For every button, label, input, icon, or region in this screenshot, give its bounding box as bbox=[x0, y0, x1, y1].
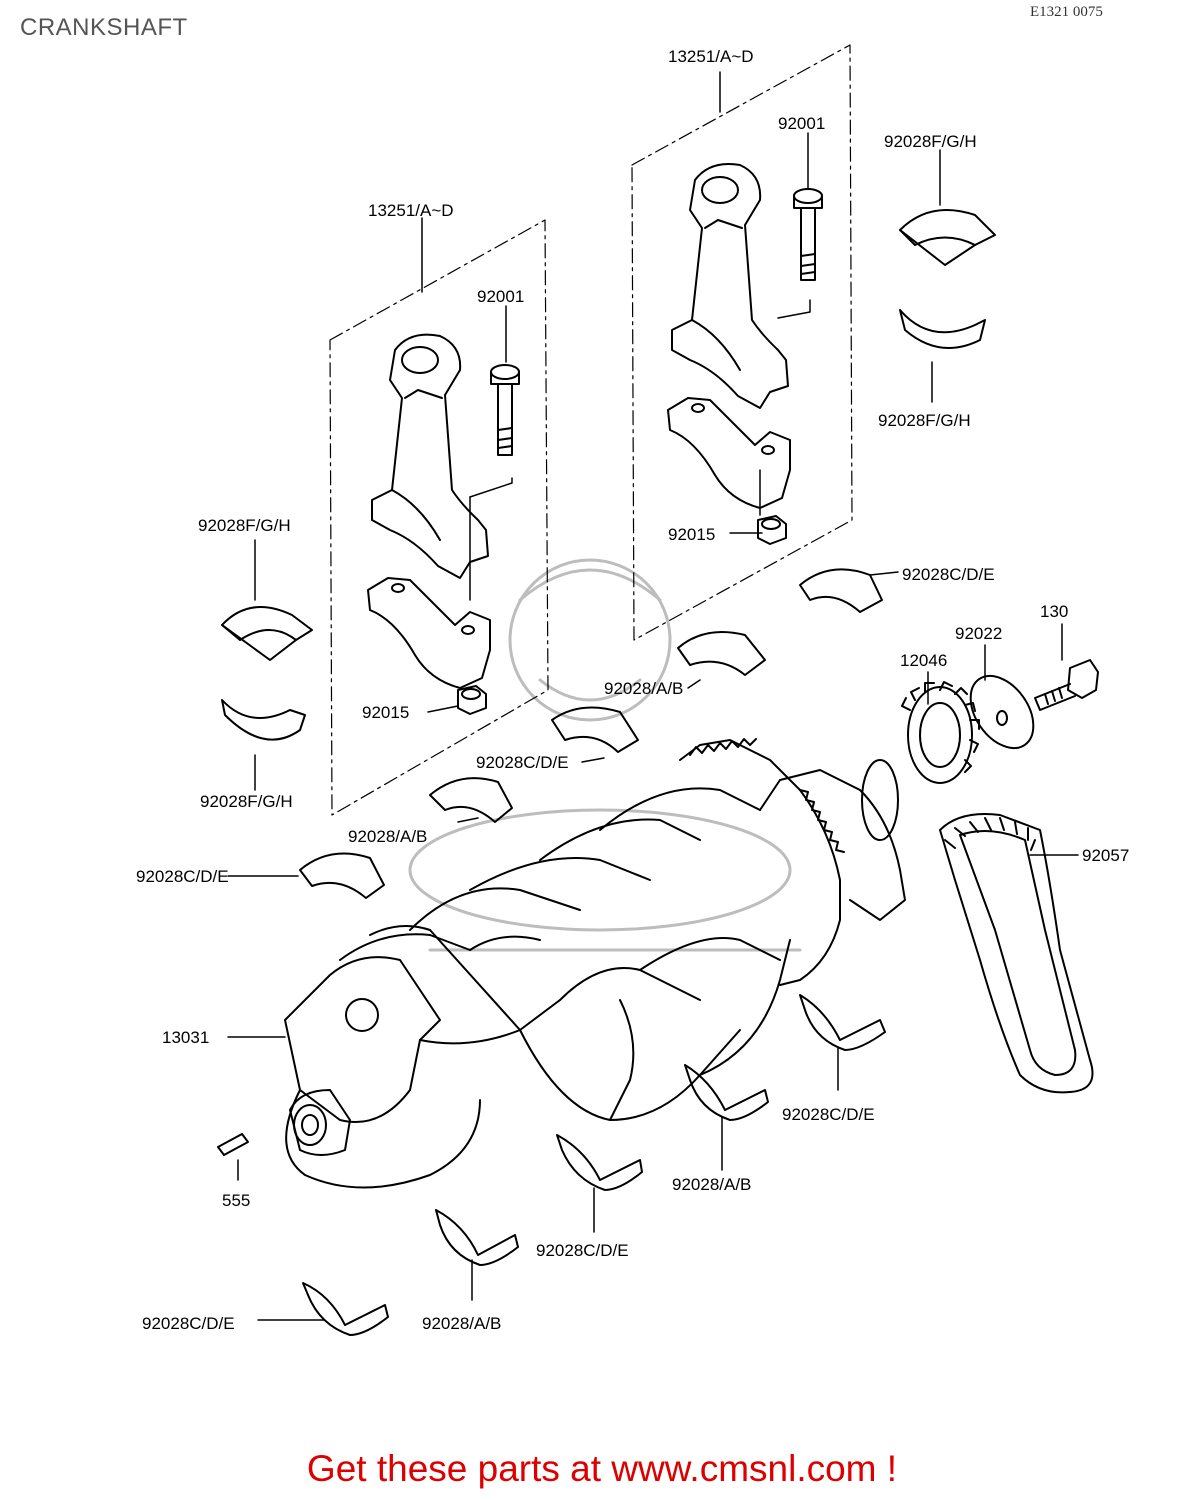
label-cam-chain: 92057 bbox=[1082, 846, 1129, 865]
label-rod-bearing-right-bottom: 92028F/G/H bbox=[878, 411, 971, 430]
label-main-bearing-ab-3: 92028/A/B bbox=[672, 1175, 751, 1194]
label-knock-pin: 555 bbox=[222, 1191, 250, 1210]
label-rod-left: 13251/A~D bbox=[368, 201, 454, 220]
label-sprocket: 12046 bbox=[900, 651, 947, 670]
washer-92022 bbox=[969, 674, 1035, 750]
leader-lines bbox=[227, 71, 1079, 1321]
label-rod-bearing-left-top: 92028F/G/H bbox=[198, 516, 291, 535]
diagram-ref-code: E1321 0075 bbox=[1030, 4, 1103, 20]
label-rod-bearing-left-bottom: 92028F/G/H bbox=[200, 792, 293, 811]
crank-nose-and-pin bbox=[217, 1089, 351, 1156]
connecting-rod-left bbox=[367, 333, 491, 689]
sprocket-12046 bbox=[901, 681, 980, 784]
label-main-bearing-cde-4: 92028C/D/E bbox=[782, 1105, 875, 1124]
label-rod-right: 13251/A~D bbox=[668, 47, 754, 66]
part-labels: 13251/A~D 13251/A~D 92001 92001 92028F/G… bbox=[136, 47, 1129, 1333]
bearing-shells bbox=[221, 209, 996, 1336]
label-bolt-right: 92001 bbox=[778, 114, 825, 133]
watermark-logo bbox=[408, 558, 802, 952]
bolt-92001-right bbox=[793, 188, 823, 281]
bolt-92001-left bbox=[490, 364, 520, 456]
rod-assembly-frames bbox=[329, 44, 853, 816]
page-title: CRANKSHAFT bbox=[20, 14, 188, 41]
footer-promo-link[interactable]: Get these parts at www.cmsnl.com ! bbox=[306, 1448, 898, 1489]
label-main-bearing-cde-6: 92028C/D/E bbox=[142, 1314, 235, 1333]
nut-92015-right bbox=[757, 515, 787, 545]
label-main-bearing-cde-5: 92028C/D/E bbox=[536, 1241, 629, 1260]
label-nut-left: 92015 bbox=[362, 703, 409, 722]
connecting-rod-right bbox=[667, 163, 791, 509]
label-main-bearing-ab-2: 92028/A/B bbox=[348, 827, 427, 846]
label-bolt-130: 130 bbox=[1040, 602, 1068, 621]
crankshaft-13031 bbox=[284, 738, 906, 1189]
nut-92015-left bbox=[457, 685, 487, 715]
label-washer: 92022 bbox=[955, 624, 1002, 643]
label-nut-right: 92015 bbox=[668, 525, 715, 544]
bolt-130 bbox=[1034, 659, 1099, 711]
label-bolt-left: 92001 bbox=[477, 287, 524, 306]
label-main-bearing-ab-4: 92028/A/B bbox=[422, 1314, 501, 1333]
label-main-bearing-cde-1: 92028C/D/E bbox=[902, 565, 995, 584]
label-main-bearing-cde-3: 92028C/D/E bbox=[136, 867, 229, 886]
label-main-bearing-cde-2: 92028C/D/E bbox=[476, 753, 569, 772]
cam-chain-92057 bbox=[939, 813, 1094, 1094]
label-main-bearing-ab-1: 92028/A/B bbox=[604, 679, 683, 698]
label-crankshaft: 13031 bbox=[162, 1028, 209, 1047]
label-rod-bearing-right-top: 92028F/G/H bbox=[884, 132, 977, 151]
